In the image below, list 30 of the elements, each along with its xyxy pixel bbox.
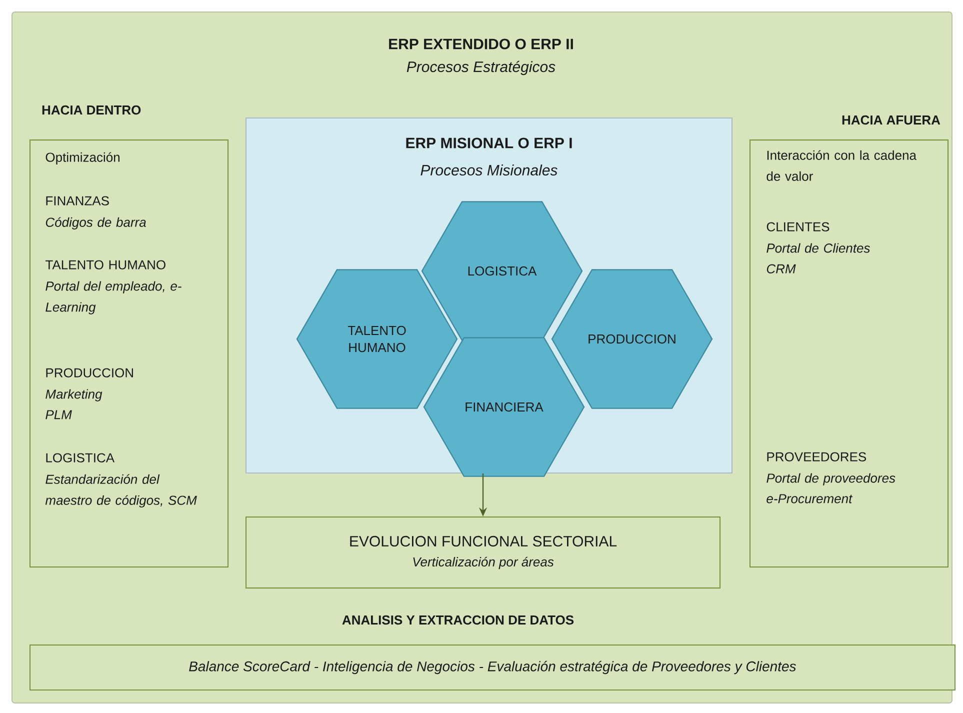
list-heading: PRODUCCION (46, 368, 133, 378)
panel-subtitle: Procesos Estratégicos (406, 60, 556, 76)
box-title: ERP MISIONAL O ERP I (406, 138, 572, 148)
panel-heading: HACIA DENTRO (42, 105, 141, 115)
summary-box: Balance ScoreCard - Inteligencia de Negocios - Evaluación estratégica de Proveedores y Clientes (30, 644, 956, 690)
list-heading: LOGISTICA (46, 453, 115, 462)
list-item: CRM (766, 264, 796, 274)
list-item: Códigos de barra (46, 217, 146, 230)
panel-text: Optimización (46, 152, 120, 164)
list-item: Estandarización del maestro de códigos, SCM (45, 474, 197, 508)
list-item: e-Procurement (766, 494, 853, 504)
box-subtitle: Procesos Misionales (420, 164, 558, 176)
list-heading: FINANZAS (46, 196, 109, 206)
list-item: Portal de proveedores (766, 473, 896, 486)
list-item: PLM (46, 410, 72, 420)
list-heading: CLIENTES (766, 222, 830, 232)
hexagon: PRODUCCION (551, 269, 713, 409)
panel-title: ERP EXTENDIDO O ERP II (389, 38, 573, 50)
list-item: Portal del empleado, e-Learning (46, 281, 182, 314)
list-item: Portal de Clientes (766, 243, 870, 253)
hexagon: LOGISTICA (421, 201, 583, 341)
list-item: Marketing (46, 389, 102, 402)
process-box: EVOLUCION FUNCIONAL SECTORIAL Verticalización por áreas (246, 516, 720, 588)
list-heading: TALENTO HUMANO (46, 260, 166, 270)
panel-heading: HACIA AFUERA (842, 115, 940, 125)
section-heading: ANALISIS Y EXTRACCION DE DATOS (342, 615, 574, 625)
list-heading: PROVEEDORES (767, 452, 866, 462)
hexagon: TALENTO HUMANO (296, 269, 458, 409)
hexagon: FINANCIERA (423, 337, 585, 477)
panel-text: Interacción con la cadena de valor (766, 150, 916, 181)
